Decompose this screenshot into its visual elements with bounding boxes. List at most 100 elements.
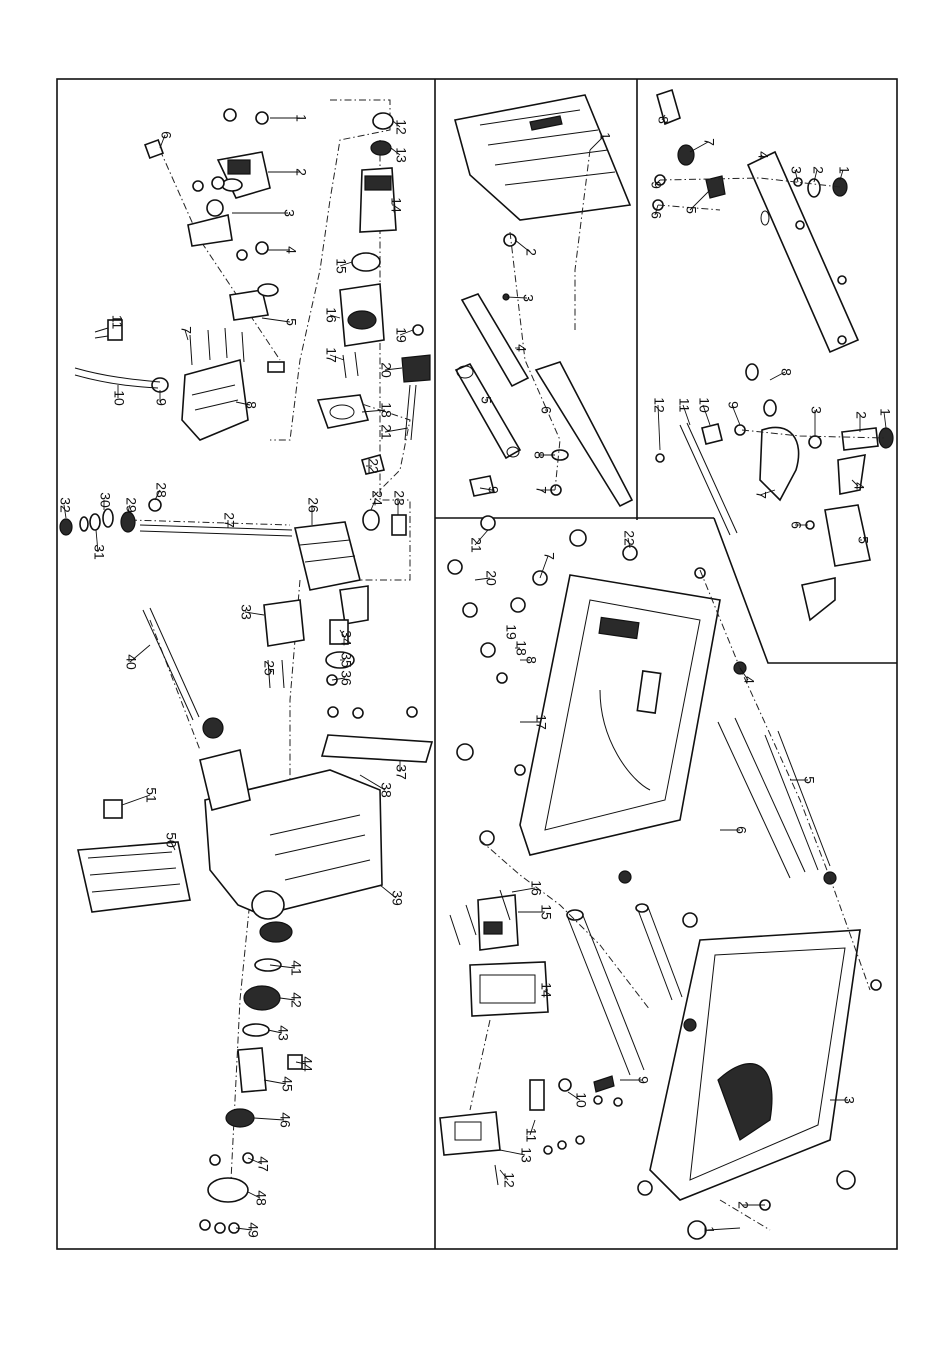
callout-number: 17 <box>533 714 549 730</box>
callout-number: 46 <box>277 1112 293 1128</box>
callout-number: 17 <box>323 347 339 363</box>
callout-number: 33 <box>238 604 254 620</box>
callout-number: 23 <box>391 490 407 506</box>
callout-number: 6 <box>158 131 174 139</box>
part-battery-pack <box>78 800 190 912</box>
callout-number: 6 <box>538 406 554 414</box>
part-gearbox <box>295 510 406 624</box>
part-cover-plate <box>322 707 432 762</box>
callout-number: 5 <box>683 206 699 214</box>
callout-number: 43 <box>275 1025 291 1041</box>
callout-number: 5 <box>855 536 871 544</box>
callout-number: 1 <box>877 408 893 416</box>
callout-number: 35 <box>338 652 354 668</box>
callout-number: 21 <box>378 424 394 440</box>
callout-number: 39 <box>389 890 405 906</box>
callout-number: 16 <box>528 880 544 896</box>
part-bracket <box>188 200 232 246</box>
callout-number: 11 <box>523 1128 539 1143</box>
callout-number: 13 <box>518 1147 534 1163</box>
motor-assembly-panel <box>60 100 432 1233</box>
callout-number: 49 <box>245 1222 261 1238</box>
callout-number: 8 <box>523 656 539 664</box>
callout-number: 50 <box>163 832 179 848</box>
callout-number: 7 <box>753 491 769 499</box>
callout-number: 51 <box>143 787 159 803</box>
callout-number: 20 <box>378 362 394 378</box>
callout-number: 12 <box>393 119 409 135</box>
callout-number: 19 <box>503 624 519 640</box>
callout-number: 16 <box>323 307 339 323</box>
callout-number: 47 <box>255 1156 271 1172</box>
callout-number: 19 <box>393 327 409 343</box>
callout-number: 34 <box>338 630 354 646</box>
callout-number: 9 <box>635 1076 651 1084</box>
callout-number: 4 <box>513 344 529 352</box>
callout-number: 31 <box>91 544 107 560</box>
part-armature-stack <box>340 113 396 378</box>
callout-number: 15 <box>333 258 349 274</box>
callout-number: 3 <box>808 406 824 414</box>
callout-number: 4 <box>755 151 771 159</box>
callout-number: 1 <box>836 166 852 174</box>
callout-number: 48 <box>253 1190 269 1206</box>
callout-number: 3 <box>281 209 297 217</box>
callout-number: 3 <box>841 1096 857 1104</box>
callout-number: 20 <box>483 570 499 586</box>
callout-number: 32 <box>57 497 73 513</box>
part-switch-bracket <box>230 284 278 320</box>
callout-number: 18 <box>513 640 529 656</box>
blade-guard-panel <box>455 95 632 506</box>
part-brush-housing <box>218 152 270 198</box>
callout-number: 7 <box>541 552 557 560</box>
callout-number: 40 <box>123 654 139 670</box>
callout-number: 6 <box>648 211 664 219</box>
callout-number: 12 <box>501 1172 517 1188</box>
callout-number: 9 <box>725 401 741 409</box>
callout-number: 5 <box>478 396 494 404</box>
callout-number: 3 <box>520 294 536 302</box>
callout-number: 2 <box>853 411 869 419</box>
callout-number: 4 <box>741 676 757 684</box>
part-long-screws <box>190 328 244 365</box>
callout-number: 8 <box>778 368 794 376</box>
callout-number: 14 <box>388 197 404 213</box>
callout-number: 29 <box>123 497 139 513</box>
callout-number: 1 <box>701 1226 717 1234</box>
part-cord-plug <box>75 320 160 388</box>
callout-number: 1 <box>293 114 309 122</box>
callout-number: 27 <box>221 512 237 528</box>
callout-number: 10 <box>573 1092 589 1108</box>
callout-number: 3 <box>788 166 804 174</box>
callout-number: 41 <box>288 960 304 976</box>
callout-number: 18 <box>378 402 394 418</box>
callout-number: 4 <box>851 482 867 490</box>
callout-number: 22 <box>365 458 381 474</box>
callout-number: 42 <box>288 992 304 1008</box>
callout-number: 2 <box>523 248 539 256</box>
callout-number: 11 <box>109 315 125 330</box>
callout-number: 9 <box>485 486 501 494</box>
callout-number: 8 <box>655 116 671 124</box>
callout-number: 24 <box>369 490 385 506</box>
callout-number: 45 <box>279 1076 295 1092</box>
callout-number: 8 <box>531 451 547 459</box>
callout-number: 10 <box>696 397 712 413</box>
rip-fence-panel <box>653 90 858 352</box>
callout-number: 8 <box>243 401 259 409</box>
callout-number: 11 <box>676 398 692 413</box>
part-clip <box>145 140 163 158</box>
callout-number: 7 <box>178 326 194 334</box>
callout-number: 30 <box>97 492 113 508</box>
callout-number: 5 <box>283 318 299 326</box>
callout-number: 22 <box>621 530 637 546</box>
callout-number: 15 <box>538 904 554 920</box>
part-motor-housing <box>152 360 284 440</box>
callout-number: 14 <box>538 982 554 998</box>
callout-number: 28 <box>153 482 169 498</box>
callout-number: 21 <box>468 537 484 553</box>
callout-number: 9 <box>648 181 664 189</box>
callout-number: 7 <box>533 486 549 494</box>
callout-number: 1 <box>597 132 613 140</box>
callout-number: 36 <box>338 670 354 686</box>
